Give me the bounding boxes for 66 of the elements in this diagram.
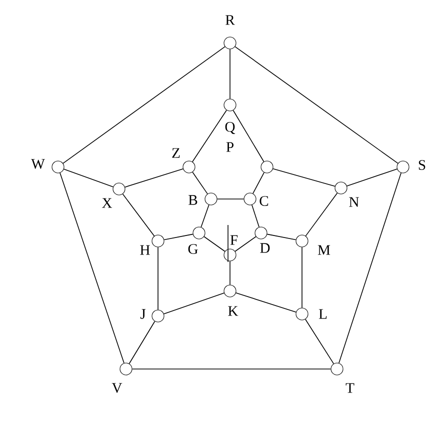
vertex-circle — [334, 182, 348, 194]
vertex-label: G — [188, 244, 198, 254]
edge-line — [216, 198, 244, 200]
vertex-circle — [224, 284, 236, 298]
vertex-label: W — [31, 159, 45, 169]
edge-line — [232, 110, 264, 162]
edge-line — [124, 168, 184, 188]
edge-line — [346, 168, 398, 186]
vertex-label: Z — [172, 148, 180, 158]
edge-line — [64, 168, 114, 188]
edge-line — [305, 192, 338, 236]
edge-line — [192, 172, 208, 194]
edge-line — [304, 318, 334, 364]
edge-line — [252, 172, 264, 194]
vertex-circle — [224, 248, 236, 262]
vertex-circle — [152, 310, 164, 322]
edge-line — [234, 236, 256, 252]
vertex-label: S — [418, 160, 426, 170]
vertex-label: X — [102, 198, 112, 208]
vertex-circle — [112, 182, 126, 196]
vertex-label: Q — [225, 122, 236, 134]
vertex-circle — [204, 192, 218, 206]
vertex-circle — [224, 36, 236, 50]
vertex-circle — [152, 234, 164, 248]
vertex-label: R — [226, 15, 235, 25]
edge-line — [266, 234, 296, 240]
vertex-label: C — [260, 196, 268, 206]
edge-line — [62, 46, 226, 164]
vertex-label: J — [140, 309, 146, 319]
vertex-label: D — [260, 243, 270, 253]
edge-line — [200, 204, 210, 228]
vertex-label: B — [188, 195, 198, 205]
edge-line — [272, 168, 336, 187]
vertex-label: F — [230, 235, 238, 245]
vertex-label: M — [318, 245, 330, 255]
vertex-circle — [396, 160, 410, 174]
edge-line — [164, 234, 194, 240]
vertex-circle — [296, 234, 308, 248]
edge-line — [236, 292, 296, 312]
vertex-circle — [192, 226, 206, 240]
edge-line — [132, 368, 332, 370]
edge-line — [338, 172, 402, 364]
edge-line — [60, 172, 124, 364]
vertex-circle — [244, 192, 256, 206]
edge-line — [164, 292, 224, 314]
edge-line — [122, 194, 155, 236]
vertex-circle — [52, 160, 64, 174]
vertex-circle — [254, 226, 268, 240]
vertex-label: K — [228, 306, 238, 316]
edge-line — [234, 46, 398, 164]
edge-line — [128, 320, 156, 364]
vertex-circle — [182, 160, 196, 174]
edge-line — [204, 236, 226, 252]
vertex-label: V — [112, 383, 122, 393]
vertex-circle — [120, 362, 132, 376]
edge-line — [192, 110, 227, 162]
edge-line — [252, 204, 260, 228]
vertex-label: T — [346, 383, 354, 393]
vertex-label: L — [318, 309, 327, 319]
vertex-label: H — [140, 245, 150, 255]
vertex-label: N — [349, 197, 359, 207]
vertex-circle — [296, 308, 308, 320]
vertex-circle — [260, 160, 274, 174]
vertex-circle — [330, 362, 344, 376]
vertex-label: P — [226, 142, 234, 152]
vertex-circle — [224, 98, 236, 112]
